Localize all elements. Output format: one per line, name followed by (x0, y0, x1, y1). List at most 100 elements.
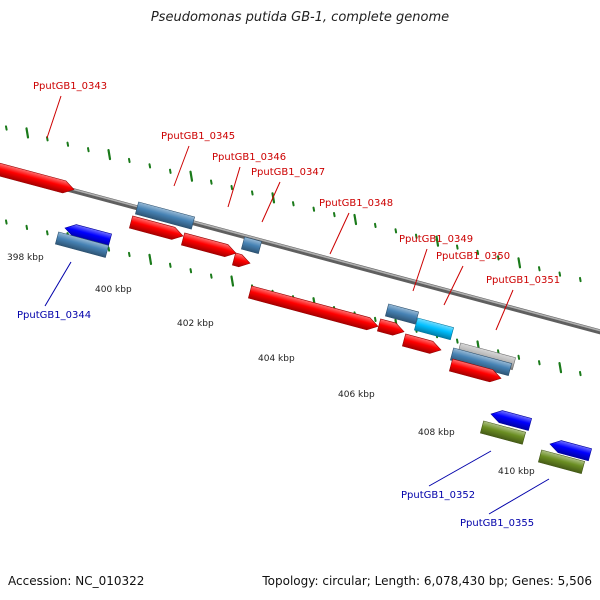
major-tick (353, 213, 358, 226)
gene-name: PputGB1_0352 (401, 490, 475, 501)
scale-label: 410 kbp (498, 467, 535, 477)
gene-0351b (450, 347, 512, 376)
minor-tick (5, 219, 8, 225)
minor-tick (128, 157, 131, 164)
minor-tick (456, 244, 459, 250)
leader-line (261, 181, 281, 223)
minor-tick (251, 190, 254, 196)
gene-label-PputGB1_0349[interactable]: PputGB1_0349 (399, 234, 473, 292)
gene-0350 (414, 317, 454, 341)
gene-name: PputGB1_0350 (436, 251, 510, 262)
gene-name: PputGB1_0349 (399, 234, 473, 245)
leader-line (46, 95, 62, 139)
major-tick (189, 170, 194, 182)
map-title: Pseudomonas putida GB-1, complete genome (150, 10, 450, 25)
topology-text: Topology: circular; Length: 6,078,430 bp… (262, 574, 592, 588)
cds-0355 (549, 440, 592, 462)
minor-tick (210, 273, 213, 279)
minor-tick (128, 251, 131, 258)
leader-line (173, 145, 190, 187)
minor-tick (579, 276, 582, 283)
minor-tick (538, 266, 541, 272)
major-tick (25, 127, 30, 139)
minor-tick (374, 222, 377, 229)
minor-tick (579, 370, 582, 377)
upper-tick-row (5, 125, 582, 283)
gene-name: PputGB1_0347 (251, 167, 325, 178)
scale-label: 398 kbp (7, 253, 44, 263)
minor-tick (66, 141, 70, 147)
scale-label: 400 kbp (95, 285, 132, 295)
gene-0344 (55, 231, 109, 258)
gene-label-PputGB1_0351[interactable]: PputGB1_0351 (486, 275, 560, 331)
minor-tick (517, 354, 521, 360)
gene-name: PputGB1_0343 (33, 81, 107, 92)
gene-name: PputGB1_0345 (161, 131, 235, 142)
minor-tick (87, 147, 90, 153)
major-tick (558, 362, 563, 374)
gene-label-PputGB1_0345[interactable]: PputGB1_0345 (161, 131, 235, 187)
leader-line (428, 450, 492, 487)
cds-0349 (377, 318, 405, 336)
gene-label-PputGB1_0352[interactable]: PputGB1_0352 (401, 450, 492, 501)
scale-label: 402 kbp (177, 319, 214, 329)
minor-tick (538, 360, 541, 366)
minor-tick (230, 184, 234, 191)
gene-label-PputGB1_0348[interactable]: PputGB1_0348 (319, 198, 393, 255)
cds-0350 (402, 333, 442, 354)
gene-0345 (135, 201, 195, 230)
minor-tick (46, 230, 49, 236)
major-tick (230, 275, 235, 287)
leader-line (329, 212, 350, 255)
gene-label-PputGB1_0355[interactable]: PputGB1_0355 (460, 478, 550, 529)
minor-tick (558, 271, 562, 277)
leader-line (488, 478, 550, 515)
minor-tick (210, 179, 213, 185)
leader-line (443, 265, 464, 306)
gene-name: PputGB1_0355 (460, 518, 534, 529)
minor-tick (415, 233, 418, 239)
minor-tick (394, 228, 398, 234)
cds-0343 (0, 160, 75, 194)
cds-0351 (449, 358, 502, 383)
gene-features (0, 160, 592, 474)
gene-name: PputGB1_0344 (17, 310, 91, 321)
leader-line (412, 248, 428, 292)
cds-0345 (129, 215, 184, 240)
major-tick (107, 148, 112, 161)
gene-0355 (538, 449, 585, 474)
cds-0348 (248, 285, 379, 331)
minor-tick (312, 206, 316, 212)
minor-tick (292, 201, 295, 207)
minor-tick (148, 163, 152, 169)
major-tick (148, 253, 153, 265)
minor-tick (476, 249, 480, 256)
gene-label-PputGB1_0344[interactable]: PputGB1_0344 (17, 261, 91, 321)
minor-tick (189, 268, 193, 274)
gene-0352 (480, 420, 526, 445)
minor-tick (456, 338, 459, 344)
minor-tick (169, 262, 172, 268)
gene-label-PputGB1_0343[interactable]: PputGB1_0343 (33, 81, 107, 139)
minor-tick (5, 125, 8, 131)
scale-label: 404 kbp (258, 354, 295, 364)
minor-tick (25, 224, 29, 231)
gene-0346 (241, 236, 262, 254)
gene-label-PputGB1_0350[interactable]: PputGB1_0350 (436, 251, 510, 306)
gene-label-PputGB1_0347[interactable]: PputGB1_0347 (251, 167, 325, 223)
cds-0347 (232, 252, 251, 268)
leader-line (227, 166, 241, 208)
cds-0352 (490, 410, 532, 431)
gene-label-PputGB1_0346[interactable]: PputGB1_0346 (212, 152, 286, 208)
scale-label: 406 kbp (338, 390, 375, 400)
cds-0346 (181, 232, 237, 257)
scale-label: 408 kbp (418, 428, 455, 438)
gene-0349 (385, 303, 419, 325)
leader-line (44, 261, 72, 307)
gene-name: PputGB1_0346 (212, 152, 286, 163)
gene-name: PputGB1_0348 (319, 198, 393, 209)
scale-labels: 398 kbp 400 kbp 402 kbp 404 kbp 406 kbp 408 k… (7, 253, 535, 477)
minor-tick (333, 211, 336, 218)
